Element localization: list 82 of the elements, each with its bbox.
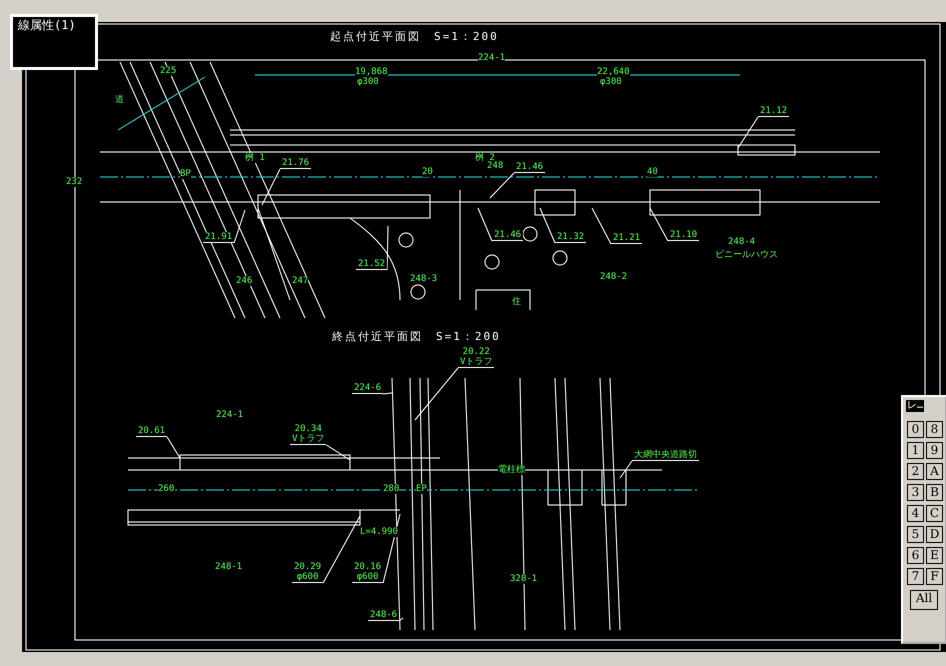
leader-line: [382, 392, 392, 394]
plan-annotation: EP: [416, 484, 427, 494]
leader-line: [620, 460, 632, 478]
layer-button: 4: [907, 505, 924, 522]
elevation-callout: 21.91: [203, 232, 234, 243]
layer-button: 1: [907, 442, 924, 459]
plan-annotation: 224-1: [478, 53, 506, 63]
elevation-callout: 21.76: [280, 158, 312, 169]
elevation-callout: 20.16 φ600: [352, 562, 384, 583]
elevation-callout: 20.22 Vトラフ: [458, 347, 494, 368]
layer-button: 2: [907, 463, 924, 480]
leader-line: [650, 208, 668, 242]
leader-line: [398, 618, 404, 622]
layer-button: 6: [907, 547, 924, 564]
plan-annotation: 248-4: [728, 237, 756, 247]
layer-button: B: [926, 484, 943, 501]
plan-annotation: 280: [383, 484, 400, 494]
layer-button: D: [926, 526, 943, 543]
elevation-callout: 20.29 φ600: [292, 562, 324, 583]
elevation-callout: 20.34 Vトラフ: [290, 424, 326, 445]
drawing-title: 起点付近平面図 S=1：200: [330, 32, 499, 42]
plan-annotation: 19,868: [355, 67, 388, 77]
palette-title: レ…: [906, 400, 924, 412]
leader-line: [478, 208, 492, 242]
plan-annotation: 225: [160, 66, 176, 76]
layer-button: 8: [926, 421, 943, 438]
leader-line: [540, 208, 556, 244]
plan-annotation: 248-3: [410, 274, 438, 284]
plan-annotation: 道: [115, 95, 124, 105]
layer-button: 9: [926, 442, 943, 459]
plan-annotation: 248-1: [215, 562, 242, 572]
leader-line: [490, 172, 514, 198]
plan-annotation: 247: [292, 276, 308, 286]
leader-line: [738, 116, 758, 148]
leader-line: [234, 210, 246, 244]
elevation-callout: 20.61: [136, 426, 168, 437]
layer-button: 5: [907, 526, 924, 543]
leader-line: [166, 436, 180, 458]
plan-annotation: 22,640: [597, 67, 630, 77]
plan-annotation: 電柱標: [498, 465, 525, 475]
layer-button: F: [926, 568, 943, 585]
layer-button: 7: [907, 568, 924, 585]
layer-button: A: [926, 463, 943, 480]
plan-annotation: 232: [66, 177, 82, 187]
plan-annotation: 住: [512, 297, 521, 307]
plan-annotation: 248: [487, 161, 504, 171]
plan-annotation: φ300: [600, 77, 622, 87]
elevation-callout: 21.10: [668, 230, 700, 241]
layer-button: C: [926, 505, 943, 522]
layer-button: All: [910, 590, 938, 610]
elevation-callout: 21.32: [555, 232, 586, 243]
elevation-callout: 21.21: [611, 233, 642, 244]
layer-button: E: [926, 547, 943, 564]
plan-annotation: 328-1: [510, 574, 538, 584]
plan-annotation: BP: [180, 169, 191, 179]
layer-button: 0: [907, 421, 924, 438]
elevation-callout: 21.46: [514, 162, 546, 173]
plan-annotation: 224-1: [216, 410, 244, 420]
palette-title: 線属性(1): [18, 18, 76, 32]
elevation-callout: 21.12: [758, 106, 790, 117]
plan-annotation: 桝 1: [245, 153, 265, 163]
elevation-callout: 248-6: [368, 610, 400, 621]
drawing-title: 終点付近平面図 S=1：200: [332, 332, 501, 342]
plan-annotation: 20: [422, 167, 433, 177]
elevation-callout: 21.46: [492, 230, 524, 241]
plan-annotation: 248-2: [600, 272, 628, 282]
plan-annotation: 260: [158, 484, 174, 494]
plan-annotation: 40: [647, 167, 658, 177]
leader-line: [592, 208, 612, 244]
leader-line: [262, 168, 280, 206]
leader-line: [414, 368, 458, 420]
layer-button: 3: [907, 484, 924, 501]
plan-annotation: ビニールハウス: [715, 250, 778, 260]
plan-annotation: 246: [236, 276, 252, 286]
elevation-callout: 大網中央道路切: [632, 450, 699, 461]
leader-line: [382, 514, 400, 584]
leader-line: [322, 516, 360, 584]
plan-annotation: L=4.990: [360, 527, 398, 537]
elevation-callout: 224-6: [352, 383, 384, 394]
elevation-callout: 21.52: [356, 259, 388, 270]
leader-line: [326, 444, 350, 460]
plan-annotation: φ300: [357, 77, 379, 87]
